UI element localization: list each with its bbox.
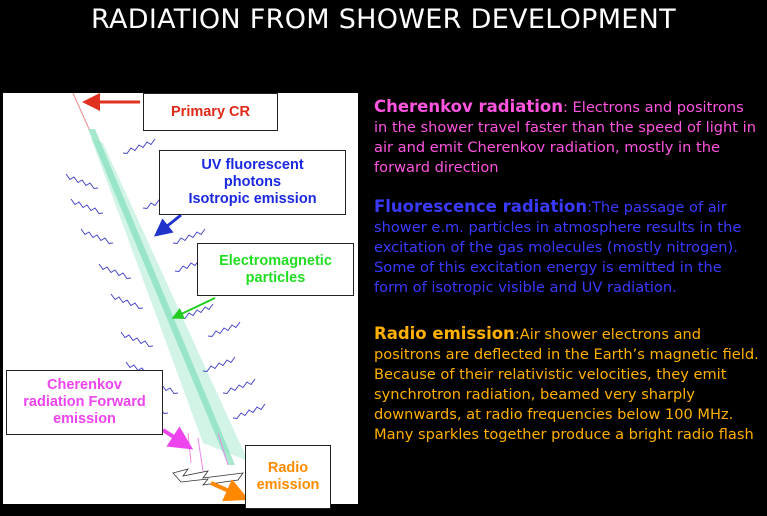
label-text: Isotropic emission (188, 191, 317, 207)
label-text: photons (223, 174, 282, 190)
paragraph-body: : Electrons and positrons in the shower … (374, 99, 756, 176)
photon-wave (232, 403, 266, 420)
em-arrow (171, 297, 216, 319)
label-text: particles (245, 269, 306, 286)
paragraph-heading: Radio emission (374, 324, 515, 343)
shower-cascade (88, 129, 235, 465)
photon-wave (207, 321, 241, 338)
photon-wave (202, 356, 236, 373)
label-text: Radio (267, 460, 309, 476)
explanation-text: Cherenkov radiation: Electrons and posit… (374, 97, 759, 464)
photon-wave (172, 228, 206, 245)
cherenkov-arrow (161, 426, 194, 450)
photon-wave (98, 263, 132, 280)
shower-illustration (65, 93, 266, 502)
paragraph-cherenkov: Cherenkov radiation: Electrons and posit… (374, 97, 759, 178)
photon-wave (120, 331, 154, 348)
radio-sparkle (172, 468, 244, 486)
paragraph-heading: Fluorescence radiation (374, 197, 588, 216)
label-text: Electromagnetic (219, 252, 332, 269)
paragraph-body: :Air shower electrons and positrons are … (374, 326, 759, 443)
photon-wave (70, 198, 104, 215)
label-text: radiation Forward (23, 394, 146, 410)
paragraph-body: :The passage of air shower e.m. particle… (374, 199, 742, 296)
label-text: Primary CR (171, 103, 250, 120)
label-text: emission (53, 411, 116, 427)
uv-arrow (153, 213, 182, 237)
label-primary-cr: Primary CR (143, 93, 278, 131)
photon-wave (222, 378, 256, 395)
photon-wave (65, 173, 99, 190)
photon-wave (180, 303, 214, 320)
paragraph-heading: Cherenkov radiation (374, 97, 563, 116)
photon-wave (110, 293, 144, 310)
photon-wave (80, 228, 114, 245)
label-text: Cherenkov (47, 377, 122, 393)
label-text: emission (256, 477, 320, 493)
slide-title: RADIATION FROM SHOWER DEVELOPMENT (91, 4, 676, 35)
paragraph-fluorescence: Fluorescence radiation:The passage of ai… (374, 197, 759, 298)
label-text: UV fluorescent (201, 157, 304, 173)
paragraph-radio: Radio emission:Air shower electrons and … (374, 324, 759, 445)
radio-arrow (210, 479, 249, 502)
photon-wave (122, 138, 156, 155)
